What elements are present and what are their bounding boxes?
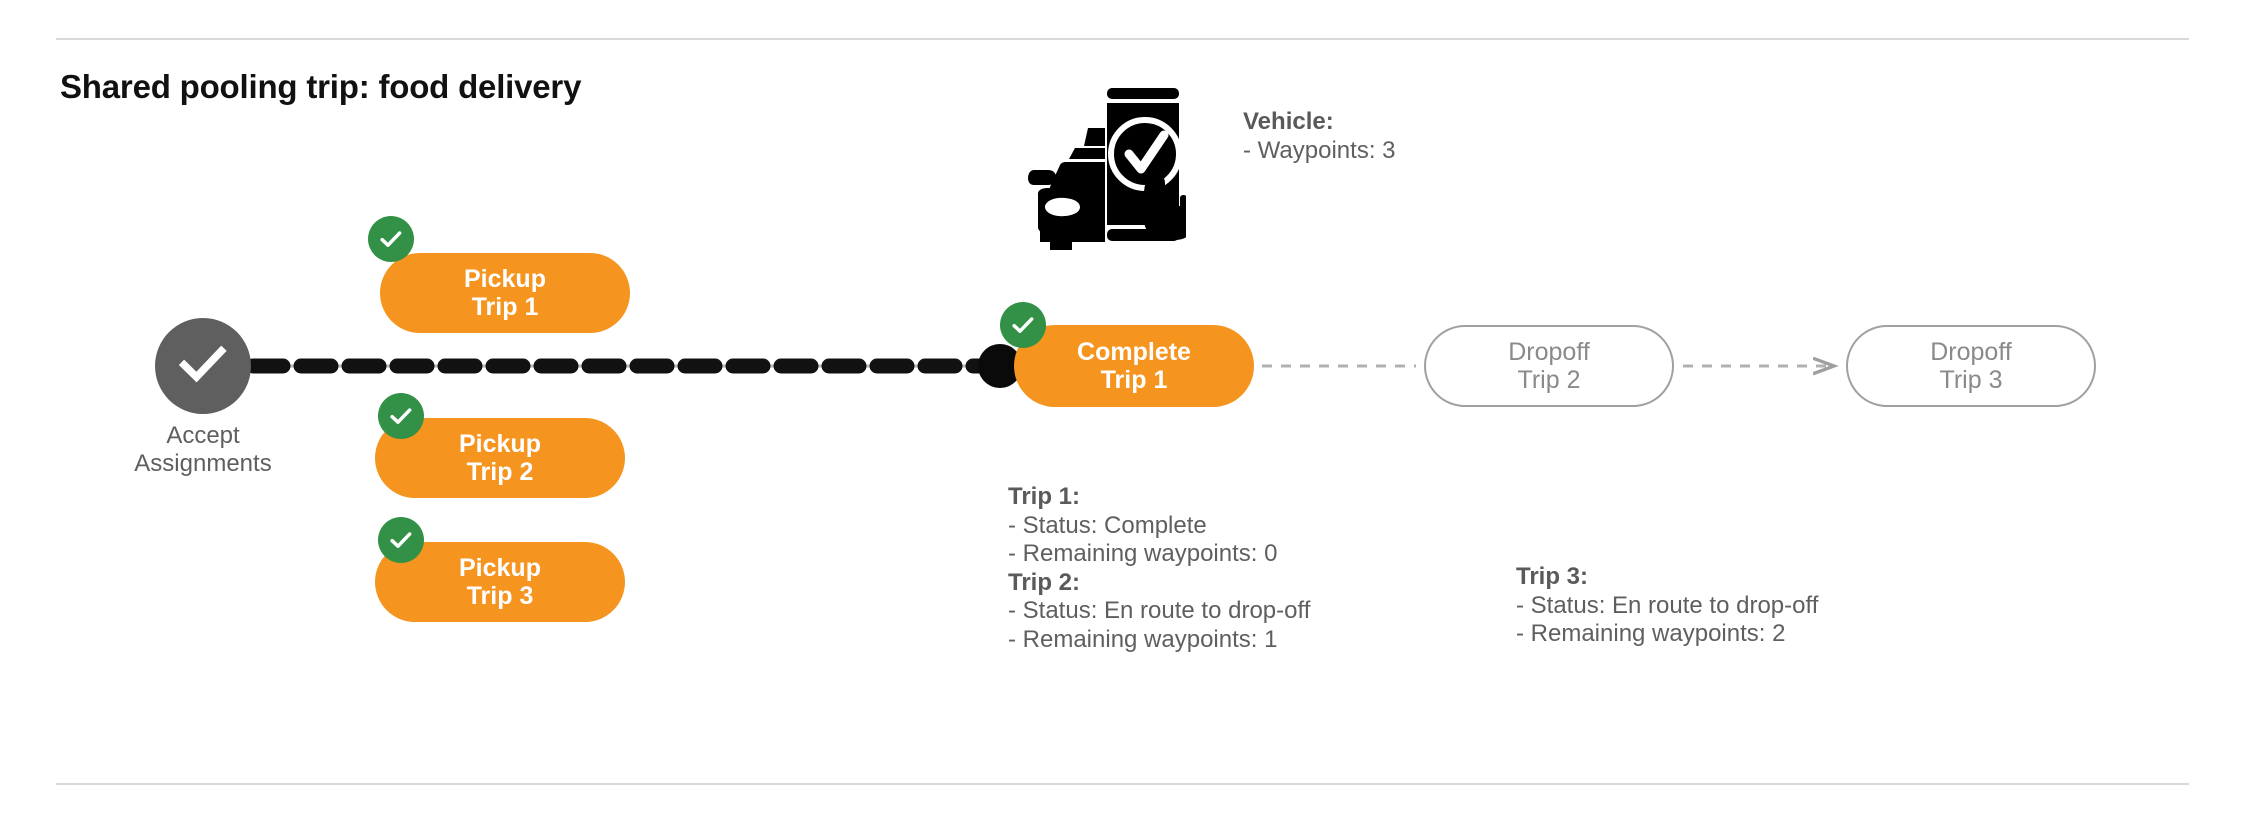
dropoff-trip-2-line-1: Dropoff xyxy=(1508,338,1590,366)
pickup-trip-3-line-2: Trip 3 xyxy=(466,582,534,610)
complete-trip-1-node[interactable]: Complete Trip 1 xyxy=(1014,325,1254,407)
trip-2-waypoints: - Remaining waypoints: 1 xyxy=(1008,625,1278,653)
top-divider xyxy=(56,38,2189,40)
trip-3-status: - Status: En route to drop-off xyxy=(1516,591,1819,619)
dropoff-trip-2-node[interactable]: Dropoff Trip 2 xyxy=(1424,325,1674,407)
pickup-trip-1-line-2: Trip 1 xyxy=(471,293,539,321)
accept-label-line-1: Accept xyxy=(166,422,240,449)
page-title: Shared pooling trip: food delivery xyxy=(60,68,582,105)
dropoff-trip-3-node[interactable]: Dropoff Trip 3 xyxy=(1846,325,2096,407)
vehicle-info-block: Vehicle: - Waypoints: 3 xyxy=(1243,108,1396,165)
dropoff-trip-2-line-2: Trip 2 xyxy=(1517,366,1581,394)
trip-3-heading: Trip 3: xyxy=(1516,563,1589,590)
trip-3-info-block: Trip 3: - Status: En route to drop-off -… xyxy=(1516,563,1818,649)
vehicle-waypoints: - Waypoints: 3 xyxy=(1243,136,1396,164)
pickup-trip-1-line-1: Pickup xyxy=(464,265,546,293)
trip-1-status: - Status: Complete xyxy=(1008,511,1207,539)
bottom-divider xyxy=(56,783,2189,785)
complete-trip-1-line-2: Trip 1 xyxy=(1100,366,1168,394)
accept-assignments-label: Accept Assignments xyxy=(113,422,293,479)
accept-label-line-2: Assignments xyxy=(134,450,272,478)
accept-assignments-node[interactable]: Accept Assignments xyxy=(134,318,272,477)
trip-3-waypoints: - Remaining waypoints: 2 xyxy=(1516,620,1786,648)
dropoff-trip-3-line-1: Dropoff xyxy=(1930,338,2012,366)
pickup-trip-2-check-icon xyxy=(378,393,424,439)
complete-trip-1-line-1: Complete xyxy=(1077,338,1191,366)
pickup-trip-2-line-2: Trip 2 xyxy=(466,458,534,486)
accept-assignments-circle xyxy=(155,318,251,414)
trip-1-2-info-block: Trip 1: - Status: Complete - Remaining w… xyxy=(1008,483,1310,654)
pickup-trip-3-check-icon xyxy=(378,517,424,563)
complete-trip-1-check-icon xyxy=(1000,302,1046,348)
trip-1-heading: Trip 1: xyxy=(1008,483,1081,510)
vehicle-heading: Vehicle: xyxy=(1243,108,1334,135)
dropoff-trip-3-line-2: Trip 3 xyxy=(1939,366,2003,394)
pickup-trip-3-line-1: Pickup xyxy=(459,554,541,582)
trip-2-heading: Trip 2: xyxy=(1008,568,1081,596)
pickup-trip-2-line-1: Pickup xyxy=(459,430,541,458)
pickup-trip-2-node[interactable]: Pickup Trip 2 xyxy=(375,418,625,498)
pickup-trip-1-node[interactable]: Pickup Trip 1 xyxy=(380,253,630,333)
pickup-trip-1-check-icon xyxy=(368,216,414,262)
car-phone-check-icon xyxy=(1028,82,1197,252)
check-circle-icon xyxy=(174,335,232,398)
trip-2-status: - Status: En route to drop-off xyxy=(1008,597,1311,625)
trip-1-waypoints: - Remaining waypoints: 0 xyxy=(1008,540,1278,568)
